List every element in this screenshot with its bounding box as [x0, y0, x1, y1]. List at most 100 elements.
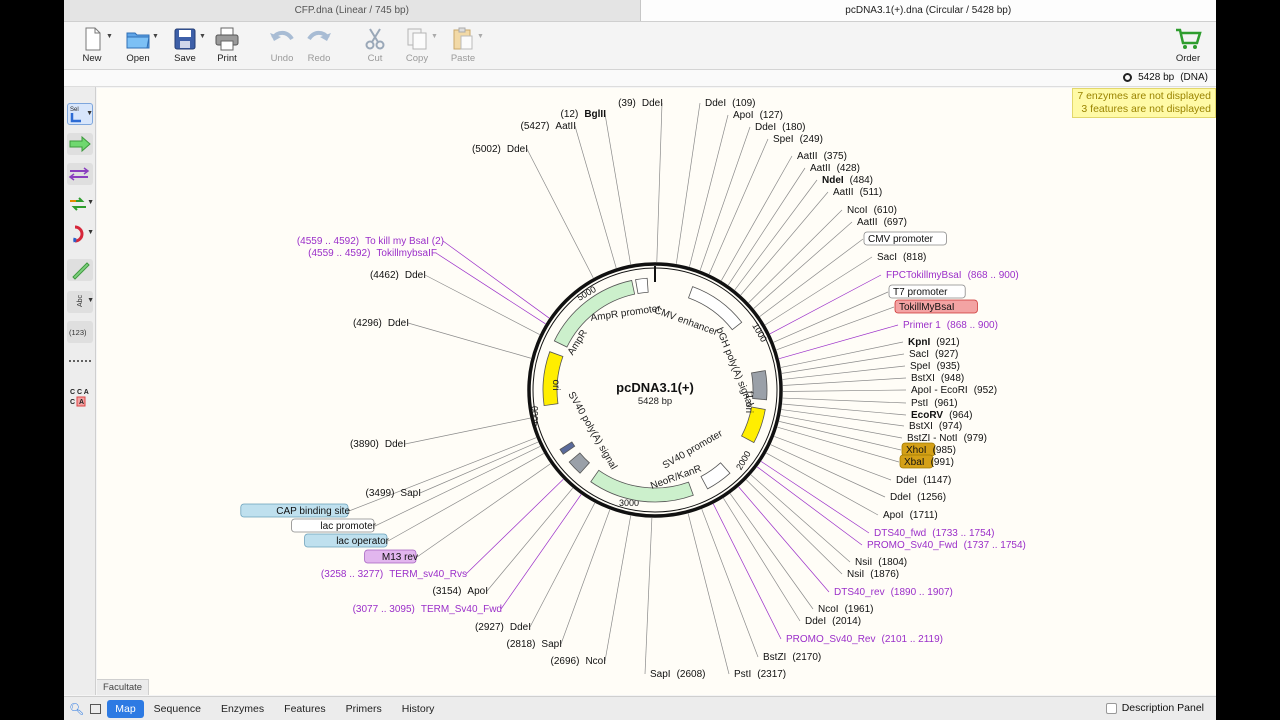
primer-label[interactable]: (3258 .. 3277)TERM_sv40_Rvs [321, 569, 467, 580]
map-label[interactable]: SpeI(249) [773, 134, 823, 145]
site-label[interactable]: NsiI(1876) [847, 569, 899, 580]
map-label[interactable]: AatII(428) [810, 163, 860, 174]
primer-tool[interactable] [67, 163, 93, 185]
tab-map[interactable]: Map [107, 699, 144, 718]
map-label[interactable]: DdeI(1256) [890, 492, 946, 503]
tab-cfp[interactable]: CFP.dna (Linear / 745 bp) [64, 0, 640, 21]
site-label[interactable]: AatII(428) [810, 163, 860, 174]
site-label[interactable]: KpnI(921) [908, 337, 960, 348]
map-label[interactable]: (5427)AatII [521, 121, 576, 132]
orientation-tool[interactable]: ▼ [67, 193, 94, 215]
map-label[interactable]: DdeI(1147) [896, 475, 951, 486]
site-label[interactable]: NsiI(1804) [855, 557, 907, 568]
map-label[interactable]: (4559 .. 4592)TokillmybsaIF [308, 248, 437, 259]
site-label[interactable]: (2818)SapI [507, 639, 562, 650]
description-panel-checkbox[interactable] [1105, 702, 1117, 714]
site-label[interactable]: DdeI(109) [705, 98, 755, 109]
feature-label-box[interactable] [291, 518, 375, 533]
map-label[interactable]: DdeI(2014) [805, 616, 861, 627]
map-label[interactable]: ApoI(1711) [883, 510, 938, 521]
site-label[interactable]: BstZI - NotI(979) [907, 433, 987, 444]
site-label[interactable]: DdeI(1256) [890, 492, 946, 503]
save-caret-icon[interactable]: ▼ [199, 33, 206, 40]
map-label[interactable]: PROMO_Sv40_Fwd(1737 .. 1754) [867, 540, 1026, 551]
primer-label[interactable]: DTS40_rev(1890 .. 1907) [834, 587, 953, 598]
site-label[interactable]: PstI(961) [911, 398, 958, 409]
map-label[interactable]: lac promoter [291, 518, 377, 533]
map-label[interactable]: ApoI - EcoRI(952) [911, 385, 997, 396]
map-label[interactable]: (39)DdeI [618, 98, 663, 109]
map-label[interactable]: M13 rev [364, 549, 418, 564]
map-label[interactable]: DTS40_fwd(1733 .. 1754) [874, 528, 995, 539]
neor-kanr-shape[interactable] [590, 469, 694, 503]
map-label[interactable]: BstZI - NotI(979) [907, 433, 987, 444]
tab-primers[interactable]: Primers [345, 702, 382, 715]
map-label[interactable]: (4296)DdeI [353, 318, 409, 329]
primer-label[interactable]: Primer 1(868 .. 900) [903, 320, 998, 331]
cmv-enhancer-shape[interactable] [688, 286, 743, 331]
ampr-promoter-shape[interactable] [635, 277, 649, 294]
select-tool[interactable]: Sel ▼ [67, 103, 93, 125]
orientation-caret-icon[interactable]: ▼ [87, 199, 94, 206]
site-label[interactable]: BstXI(948) [911, 373, 964, 384]
map-label[interactable]: NdeI(484) [822, 175, 873, 186]
feature-label-box[interactable] [364, 549, 417, 564]
map-label[interactable]: NsiI(1876) [847, 569, 899, 580]
map-label[interactable]: (3499)SapI [366, 488, 421, 499]
site-label[interactable]: PstI(2317) [734, 669, 786, 680]
map-label[interactable]: (3890)DdeI [350, 439, 406, 450]
site-label[interactable]: (2927)DdeI [475, 622, 531, 633]
map-label[interactable]: (5002)DdeI [472, 144, 528, 155]
site-label[interactable]: XhoI(985) [906, 445, 956, 456]
site-label[interactable]: (2696)NcoI [551, 656, 606, 667]
site-label[interactable]: T7 promoter [893, 287, 948, 298]
site-label[interactable]: NdeI(484) [822, 175, 873, 186]
order-button[interactable]: Order [1166, 26, 1210, 66]
right-labels[interactable]: DdeI(109)ApoI(127)DdeI(180)SpeI(249)AatI… [650, 98, 1026, 680]
search-icon[interactable]: 🔍︎ [69, 701, 85, 716]
hidden-items-notice[interactable]: 7 enzymes are not displayed 3 features a… [1072, 88, 1216, 118]
ori-shape[interactable] [542, 351, 564, 407]
site-label[interactable]: NcoI(610) [847, 205, 897, 216]
undo-button[interactable]: Undo [260, 26, 304, 66]
site-label[interactable]: (5002)DdeI [472, 144, 528, 155]
site-label[interactable]: M13 rev [382, 552, 418, 563]
map-label[interactable]: XhoI(985) [901, 442, 956, 457]
primer-label[interactable]: (4559 .. 4592)TokillmybsaIF [308, 248, 437, 259]
map-label[interactable]: (3077 .. 3095)TERM_Sv40_Fwd [353, 604, 502, 615]
feature-arrow-tool[interactable] [67, 133, 93, 155]
tab-pcdna[interactable]: pcDNA3.1(+).dna (Circular / 5428 bp) [639, 0, 1216, 21]
site-label[interactable]: (4296)DdeI [353, 318, 409, 329]
site-label[interactable]: (3890)DdeI [350, 439, 406, 450]
map-label[interactable]: AatII(697) [857, 217, 907, 228]
map-label[interactable]: PstI(2317) [734, 669, 786, 680]
open-button[interactable]: Open [116, 26, 160, 66]
bgh-polya-shape[interactable] [751, 370, 768, 401]
map-label[interactable]: AatII(375) [797, 151, 847, 162]
new-caret-icon[interactable]: ▼ [106, 33, 113, 40]
restriction-tool[interactable]: ▼ [67, 223, 94, 245]
tab-enzymes[interactable]: Enzymes [220, 702, 265, 715]
primer-label[interactable]: FPCTokillmyBsaI(868 .. 900) [886, 270, 1019, 281]
map-label[interactable]: BstZI(2170) [763, 652, 821, 663]
tab-sequence[interactable]: Sequence [153, 702, 201, 715]
primer-label[interactable]: DTS40_fwd(1733 .. 1754) [874, 528, 995, 539]
site-label[interactable]: (3154)ApoI [433, 586, 488, 597]
copy-caret-icon[interactable]: ▼ [431, 33, 438, 40]
pen-tool[interactable] [67, 259, 93, 281]
map-label[interactable]: lac operator [304, 533, 390, 548]
feature-label[interactable]: ori [550, 379, 561, 390]
map-label[interactable]: (2818)SapI [507, 639, 562, 650]
site-label[interactable]: XbaI(991) [904, 457, 954, 468]
site-label[interactable]: DdeI(2014) [805, 616, 861, 627]
map-label[interactable]: DdeI(109) [705, 98, 755, 109]
map-label[interactable]: (12)BglII [561, 109, 607, 120]
feature-label[interactable]: f1 ori [743, 391, 754, 413]
map-label[interactable]: PROMO_Sv40_Rev(2101 .. 2119) [786, 634, 943, 645]
map-label[interactable]: DdeI(180) [755, 122, 805, 133]
primer-label[interactable]: (4559 .. 4592)To kill my BsaI (2) [297, 236, 444, 247]
feature-label-box[interactable] [304, 533, 388, 548]
primer-label[interactable]: PROMO_Sv40_Rev(2101 .. 2119) [786, 634, 943, 645]
